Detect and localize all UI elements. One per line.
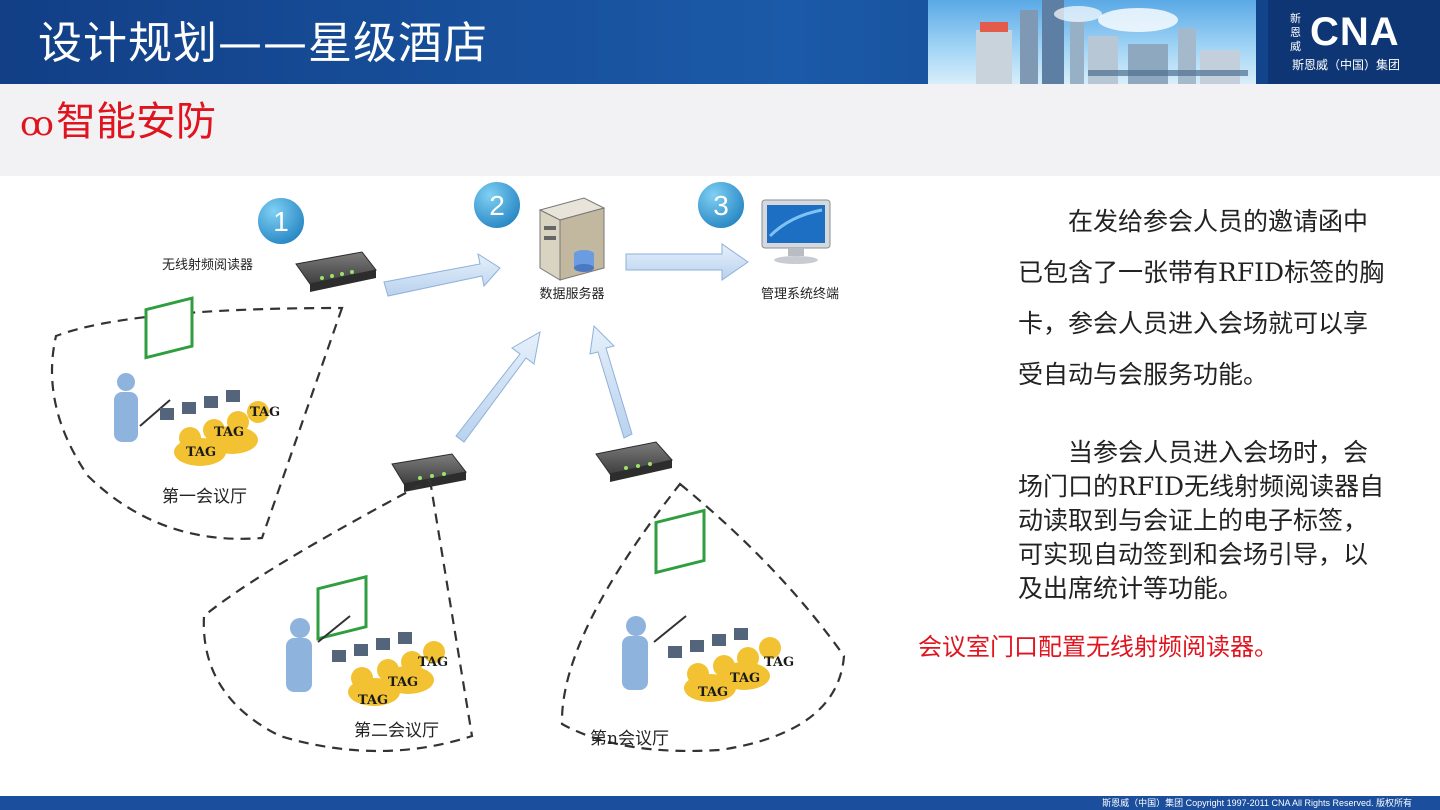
section-bar (0, 84, 1440, 176)
arrow-reader3-to-server (589, 324, 633, 439)
data-server-icon (538, 197, 606, 281)
rfid-reader-3 (595, 441, 673, 482)
arrow-reader-to-server (383, 252, 501, 297)
tag-label-2c: TAG (358, 693, 388, 708)
tag-label-1c: TAG (186, 445, 216, 460)
tag-label-3a: TAG (764, 655, 794, 670)
page-title: 设计规划——星级酒店 (38, 18, 488, 69)
coverage-zone-1 (50, 306, 344, 540)
logo-subtitle: 斯恩威（中国）集团 (1292, 58, 1401, 72)
highlight-note: 会议室门口配置无线射频阅读器。 (918, 633, 1278, 661)
company-logo: 新恩威 CNA 斯恩威（中国）集团 (1268, 0, 1440, 84)
city-skyline-image (928, 0, 1256, 84)
server-label: 数据服务器 (539, 286, 604, 302)
arrow-server-to-terminal (625, 243, 749, 281)
step-badge-2: 2 (472, 180, 522, 230)
rfid-reader-main (295, 251, 377, 292)
step-number-2: 2 (489, 190, 505, 221)
coverage-zone-2 (202, 478, 474, 753)
footer-bar: 斯恩威（中国）集团 Copyright 1997-2011 CNA All Ri… (0, 796, 1440, 810)
meeting-scene-1 (114, 296, 269, 466)
logo-vertical-text: 新恩威 (1290, 12, 1301, 53)
tag-label-1a: TAG (250, 405, 280, 420)
rfid-reader-2 (391, 453, 467, 492)
arrow-reader2-to-server (455, 331, 541, 443)
step-number-1: 1 (273, 206, 289, 237)
tag-label-3c: TAG (698, 685, 728, 700)
description-paragraph-2: 当参会人员进入会场时，会场门口的RFID无线射频阅读器自动读取到与会证上的电子标… (1018, 438, 1385, 603)
tag-label-1b: TAG (214, 425, 244, 440)
management-terminal-icon (761, 199, 831, 264)
rfid-diagram: 1 2 3 无线射频阅读器 数据服务器 管理系统终端 (50, 180, 846, 753)
terminal-label: 管理系统终端 (761, 286, 839, 302)
section-title-text: 智能安防 (55, 99, 216, 145)
logo-mark: CNA (1310, 10, 1400, 54)
header-bar: 设计规划——星级酒店 新恩威 CNA 斯恩威（中国）集团 (0, 0, 1440, 84)
room-label-3: 第n会议厅 (590, 729, 669, 749)
tag-label-3b: TAG (730, 671, 760, 686)
step-number-3: 3 (713, 190, 729, 221)
bullet-icon: ꝏ (20, 104, 54, 144)
section-heading: ꝏ智能安防 (20, 96, 216, 150)
room-label-2: 第二会议厅 (354, 721, 439, 741)
meeting-scene-2 (286, 574, 445, 706)
meeting-scene-3 (622, 508, 781, 702)
copyright-text: 斯恩威（中国）集团 Copyright 1997-2011 CNA All Ri… (1102, 798, 1412, 808)
step-badge-3: 3 (696, 180, 746, 230)
tag-label-2b: TAG (388, 675, 418, 690)
text-panel-bg (868, 176, 1440, 796)
room-label-1: 第一会议厅 (162, 487, 247, 507)
coverage-zone-3 (560, 482, 846, 753)
step-badge-1: 1 (256, 196, 306, 246)
tag-label-2a: TAG (418, 655, 448, 670)
reader-label: 无线射频阅读器 (162, 257, 253, 273)
description-paragraph-1: 在发给参会人员的邀请函中已包含了一张带有RFID标签的胸卡，参会人员进入会场就可… (1018, 207, 1385, 389)
